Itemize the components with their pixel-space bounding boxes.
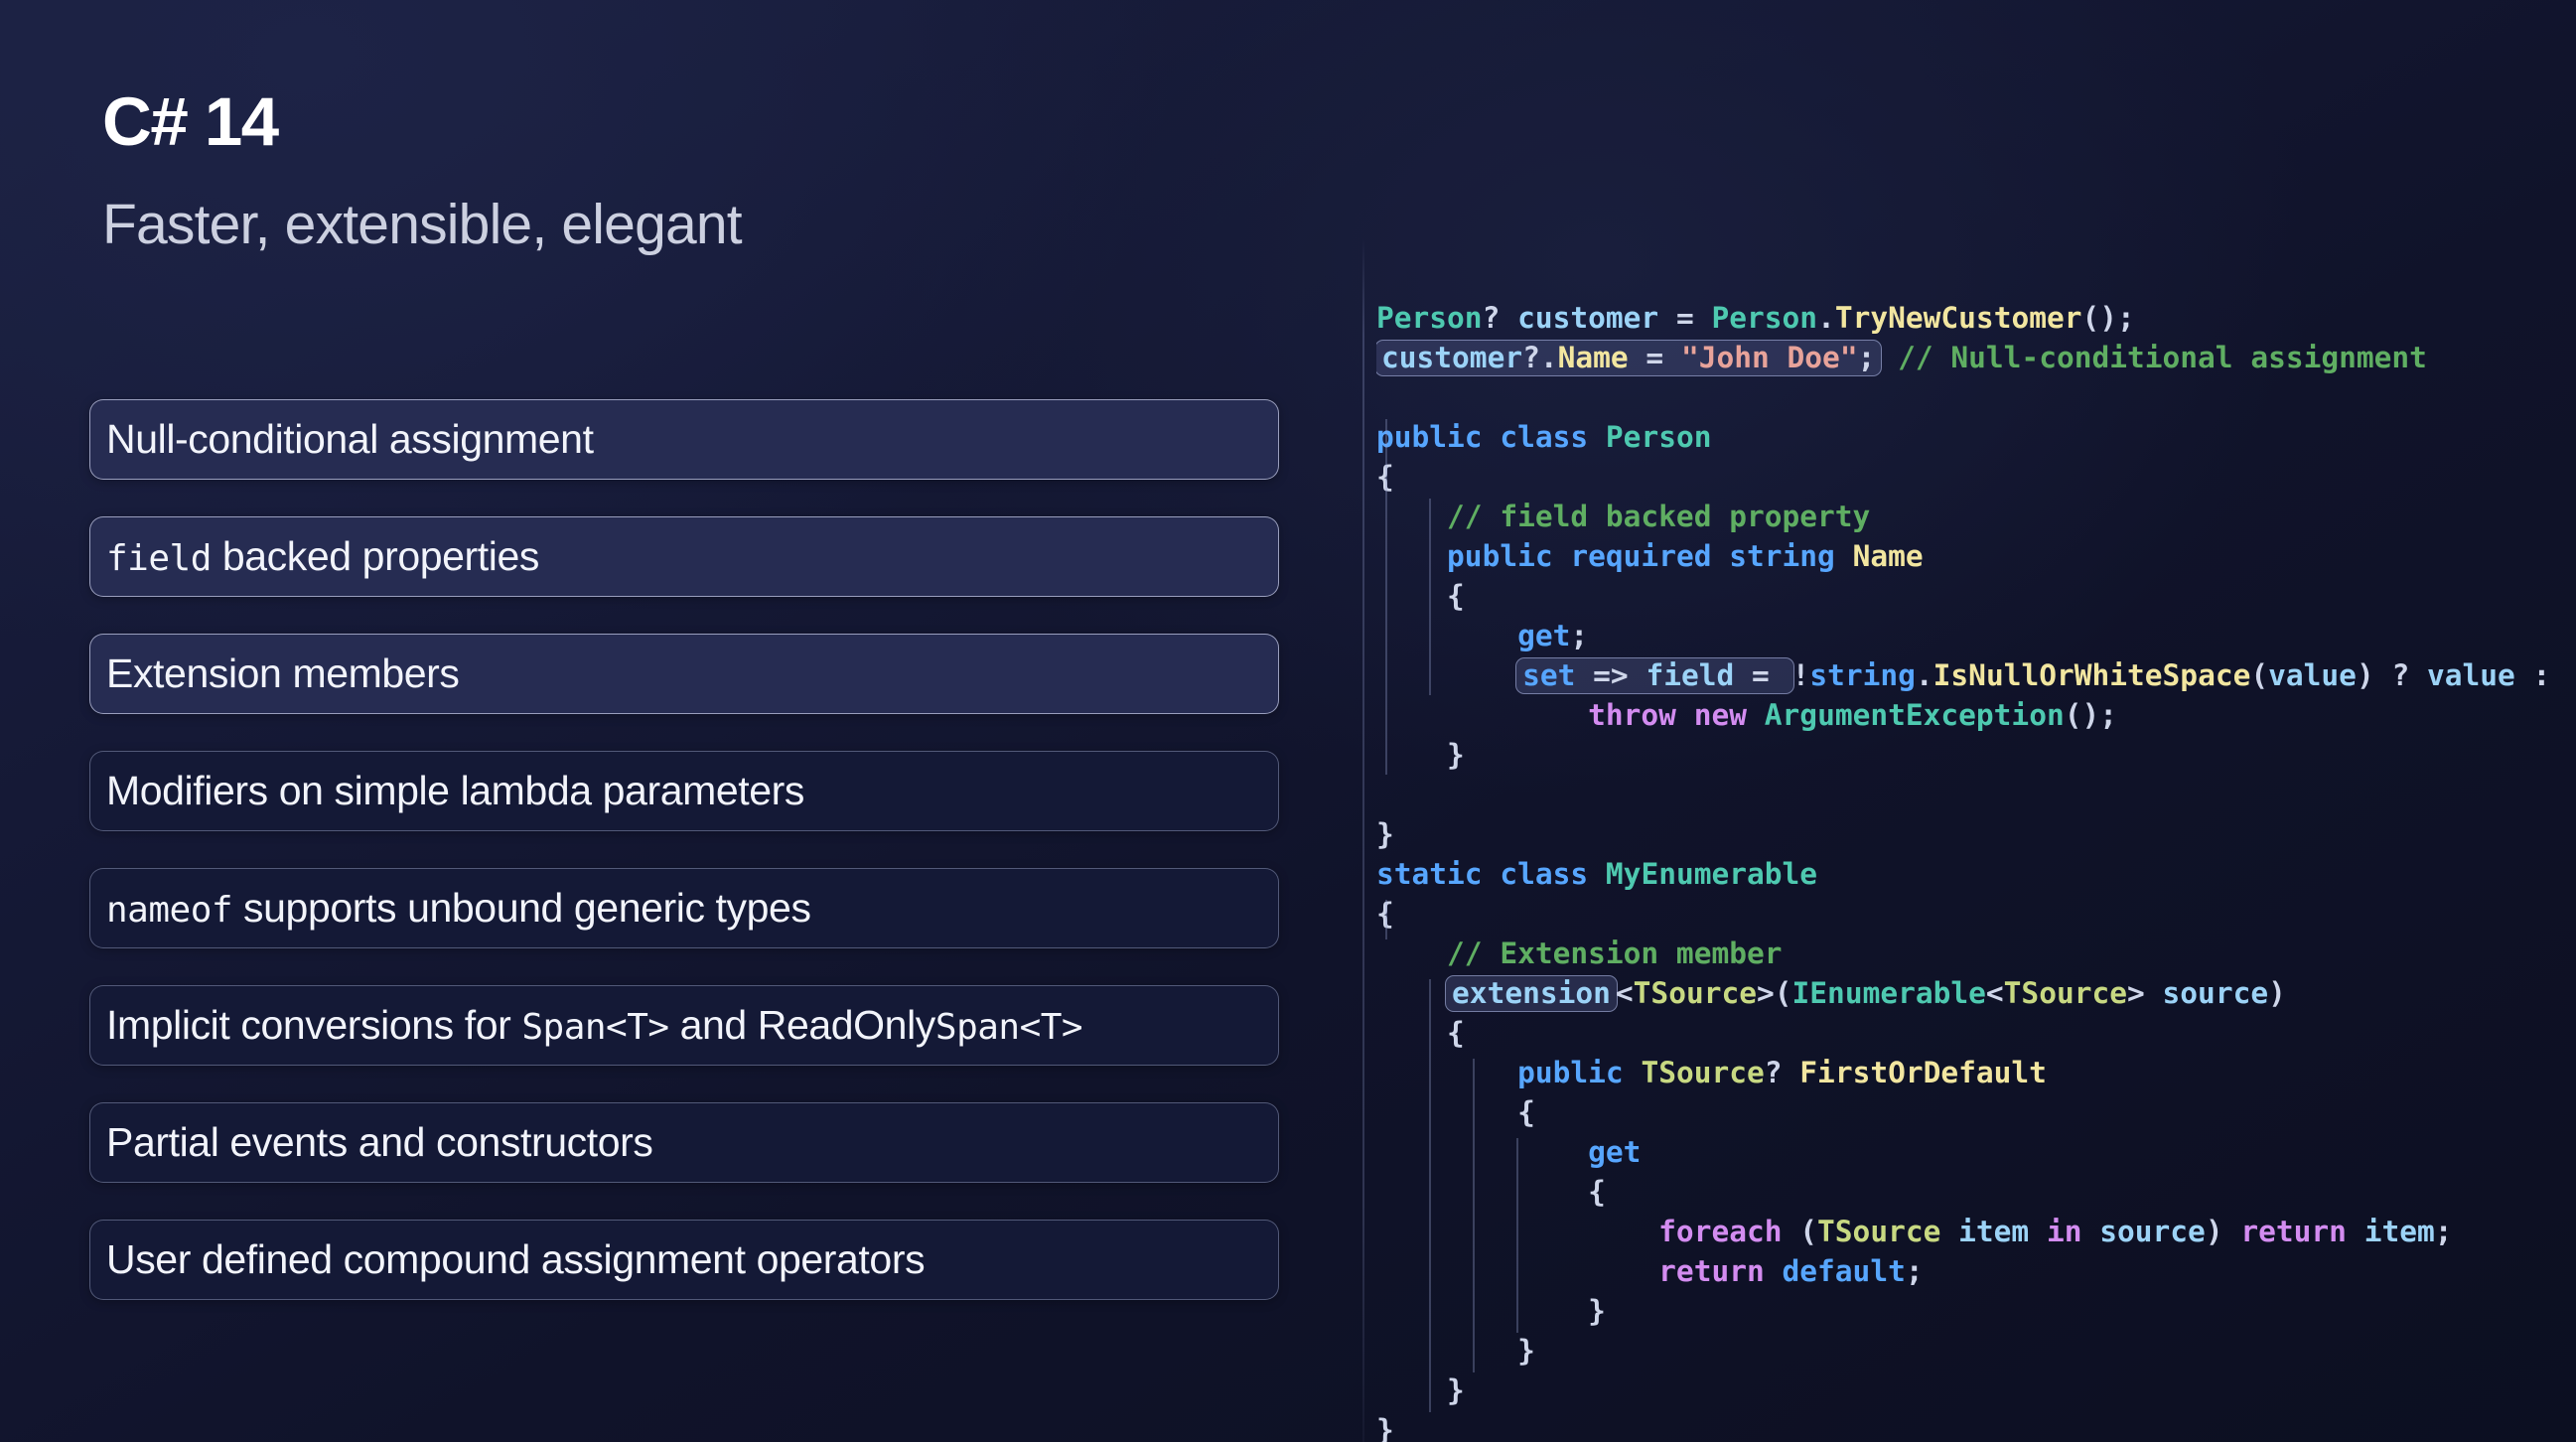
feature-item-null-conditional-assignment[interactable]: Null-conditional assignment	[89, 399, 1279, 480]
feature-item-label: Null-conditional assignment	[106, 416, 594, 462]
code-highlight: customer?.Name = "John Doe";	[1376, 340, 1883, 376]
feature-item-nameof-unbound-generics[interactable]: nameof supports unbound generic types	[89, 868, 1279, 948]
panel-divider	[1362, 238, 1364, 1442]
feature-item-label: User defined compound assignment operato…	[106, 1236, 926, 1282]
page-title: C# 14	[102, 83, 279, 160]
feature-list: Null-conditional assignment field backed …	[89, 399, 1281, 1337]
feature-item-label: field backed properties	[106, 533, 539, 579]
feature-item-user-defined-compound-assignment[interactable]: User defined compound assignment operato…	[89, 1220, 1279, 1300]
left-column: C# 14 Faster, extensible, elegant Null-c…	[89, 83, 1281, 1337]
feature-item-label: Modifiers on simple lambda parameters	[106, 768, 805, 813]
feature-item-modifiers-lambda-parameters[interactable]: Modifiers on simple lambda parameters	[89, 751, 1279, 831]
code-highlight: extension	[1445, 975, 1618, 1012]
feature-item-label: Partial events and constructors	[106, 1119, 653, 1165]
code-highlight: set => field =	[1515, 657, 1794, 694]
feature-item-label: Implicit conversions for Span<T> and Rea…	[106, 1002, 1083, 1048]
feature-item-partial-events-constructors[interactable]: Partial events and constructors	[89, 1102, 1279, 1183]
feature-item-label: Extension members	[106, 650, 460, 696]
page-subtitle: Faster, extensible, elegant	[102, 193, 743, 256]
code-block: Person? customer = Person.TryNewCustomer…	[1376, 301, 2551, 1442]
feature-item-field-backed-properties[interactable]: field backed properties	[89, 516, 1279, 597]
feature-item-label: nameof supports unbound generic types	[106, 885, 811, 931]
feature-item-implicit-span-conversions[interactable]: Implicit conversions for Span<T> and Rea…	[89, 985, 1279, 1066]
feature-item-extension-members[interactable]: Extension members	[89, 634, 1279, 714]
code-panel: Person? customer = Person.TryNewCustomer…	[1376, 298, 2576, 1442]
